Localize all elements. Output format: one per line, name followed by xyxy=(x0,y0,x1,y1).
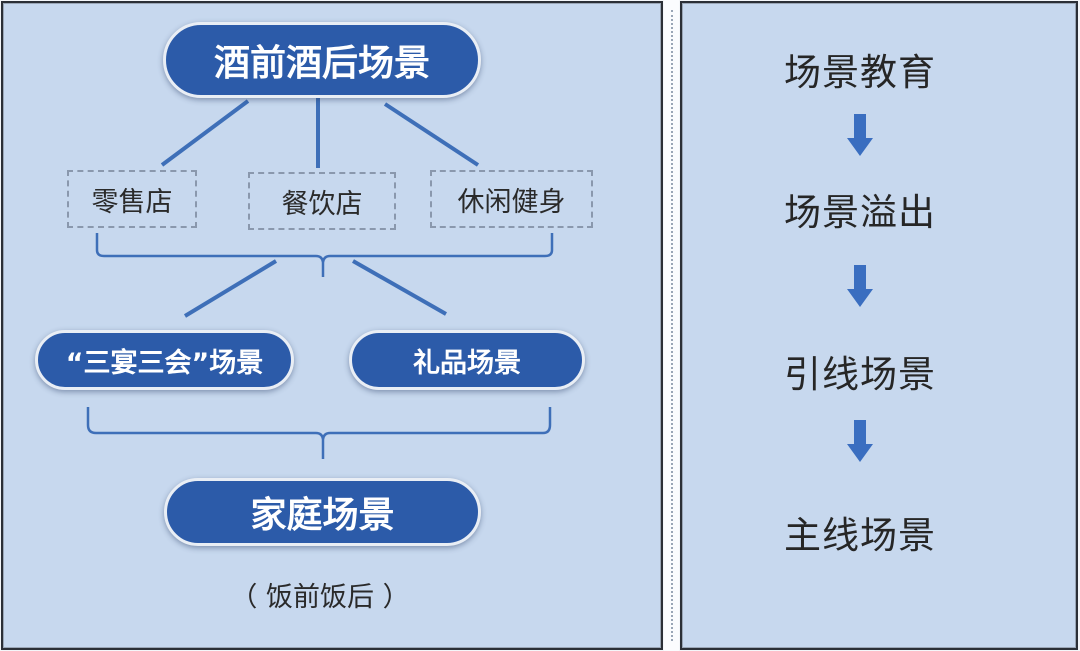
down-arrow-icon xyxy=(847,420,873,462)
step-main-scene: 主线场景 xyxy=(784,514,936,557)
venue-label: 餐饮店 xyxy=(281,188,363,220)
gift-scene-label: 礼品场景 xyxy=(413,347,521,379)
banquet-scene-pill: “三宴三会”场景 xyxy=(35,330,294,390)
connector-line xyxy=(183,259,278,318)
banquet-scene-label: “三宴三会”场景 xyxy=(65,347,264,379)
top-node-pill: 酒前酒后场景 xyxy=(163,22,481,98)
right-panel xyxy=(680,1,1078,650)
venue-label: 零售店 xyxy=(91,186,173,218)
brace-bracket xyxy=(86,407,552,440)
venue-label: 休闲健身 xyxy=(457,186,566,218)
connector-line xyxy=(160,99,250,167)
venue-box-retail: 零售店 xyxy=(67,170,197,228)
step-scene-spillover: 场景溢出 xyxy=(784,191,936,234)
down-arrow-icon xyxy=(847,114,873,156)
down-arrow-icon xyxy=(847,265,873,307)
top-node-label: 酒前酒后场景 xyxy=(213,43,430,84)
brace-bracket xyxy=(95,233,554,263)
connector-line xyxy=(383,102,480,167)
gift-scene-pill: 礼品场景 xyxy=(349,330,585,390)
step-lead-scene: 引线场景 xyxy=(784,353,936,396)
venue-box-restaurant: 餐饮店 xyxy=(248,172,396,230)
panel-divider xyxy=(664,0,679,651)
home-scene-label: 家庭场景 xyxy=(250,495,395,536)
home-scene-pill: 家庭场景 xyxy=(164,478,481,546)
step-scene-education: 场景教育 xyxy=(784,51,936,94)
bottom-caption: （ 饭前饭后 ） xyxy=(230,582,410,613)
venue-box-leisure-fitness: 休闲健身 xyxy=(430,170,593,228)
connector-line xyxy=(352,259,447,316)
